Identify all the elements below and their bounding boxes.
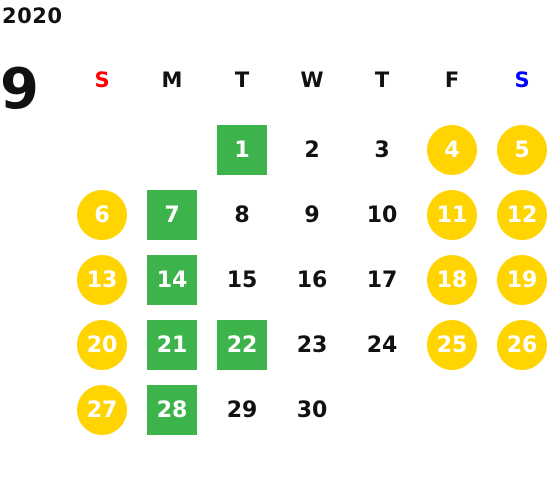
day-cell[interactable]: 23 (296, 332, 328, 358)
weekday-label: S (94, 68, 110, 92)
day-cell[interactable]: 8 (234, 202, 250, 228)
day-cell[interactable]: 24 (366, 332, 398, 358)
day-cell[interactable]: 25 (427, 320, 477, 370)
weekday-label: W (300, 68, 324, 92)
day-cell[interactable]: 12 (497, 190, 547, 240)
day-cell[interactable]: 13 (77, 255, 127, 305)
day-cell[interactable]: 10 (366, 202, 398, 228)
day-cell[interactable]: 11 (427, 190, 477, 240)
day-cell[interactable]: 22 (217, 320, 267, 370)
month-number: 9 (0, 57, 39, 122)
day-cell[interactable]: 9 (304, 202, 320, 228)
weekday-label: M (161, 68, 183, 92)
day-cell[interactable]: 21 (147, 320, 197, 370)
day-cell[interactable]: 3 (374, 137, 390, 163)
day-cell[interactable]: 29 (226, 397, 258, 423)
day-cell[interactable]: 4 (427, 125, 477, 175)
day-cell[interactable]: 16 (296, 267, 328, 293)
weekday-label: S (514, 68, 530, 92)
weekday-label: F (444, 68, 460, 92)
day-cell[interactable]: 28 (147, 385, 197, 435)
day-cell[interactable]: 2 (304, 137, 320, 163)
day-cell[interactable]: 27 (77, 385, 127, 435)
day-cell[interactable]: 18 (427, 255, 477, 305)
day-cell[interactable]: 30 (296, 397, 328, 423)
day-cell[interactable]: 5 (497, 125, 547, 175)
weekday-label: T (374, 68, 390, 92)
day-cell[interactable]: 14 (147, 255, 197, 305)
day-cell[interactable]: 6 (77, 190, 127, 240)
day-cell[interactable]: 15 (226, 267, 258, 293)
day-cell[interactable]: 17 (366, 267, 398, 293)
day-cell[interactable]: 1 (217, 125, 267, 175)
day-cell[interactable]: 7 (147, 190, 197, 240)
weekday-label: T (234, 68, 250, 92)
day-cell[interactable]: 20 (77, 320, 127, 370)
day-cell[interactable]: 26 (497, 320, 547, 370)
day-cell[interactable]: 19 (497, 255, 547, 305)
year-label: 2020 (2, 4, 63, 28)
